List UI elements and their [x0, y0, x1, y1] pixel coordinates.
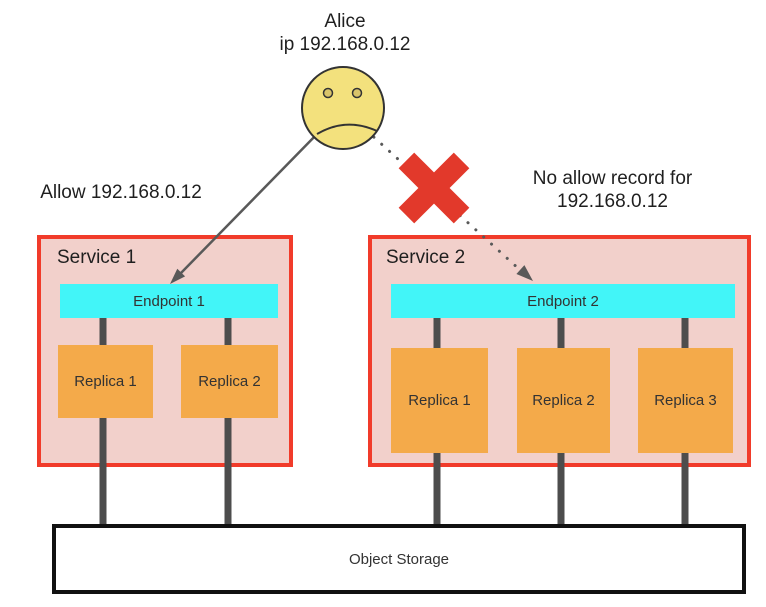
red-x-icon	[398, 152, 470, 224]
red-x-bar-2	[398, 152, 470, 224]
allowed-arrow	[170, 130, 321, 284]
alice-name-label: Alice	[324, 11, 366, 32]
service-2-replica-2: Replica 2	[517, 348, 610, 453]
allow-note: Allow 192.168.0.12	[40, 182, 202, 203]
blocked-arrow	[364, 128, 533, 281]
service-2-replica-3: Replica 3	[638, 348, 733, 453]
endpoint-1-bar: Endpoint 1	[60, 284, 278, 318]
object-storage-label: Object Storage	[348, 550, 450, 568]
object-storage-box: Object Storage	[52, 524, 746, 594]
face-eye-left	[322, 87, 334, 99]
deny-note: No allow record for 192.168.0.12	[505, 167, 720, 213]
sad-face-icon	[301, 66, 385, 150]
face-circle	[301, 66, 385, 150]
service-1-replica-1: Replica 1	[58, 345, 153, 418]
service-1-title: Service 1	[57, 247, 137, 268]
face-eye-right	[351, 87, 363, 99]
blocked-arrow-head	[516, 265, 533, 281]
face-frown-mouth	[316, 123, 378, 135]
service-2-title: Service 2	[386, 247, 466, 268]
allowed-arrow-head	[170, 268, 186, 284]
service-1-replica-2: Replica 2	[181, 345, 278, 418]
deny-note-line2: 192.168.0.12	[557, 191, 668, 212]
alice-ip-label: ip 192.168.0.12	[279, 34, 411, 55]
service-2-replica-1: Replica 1	[391, 348, 488, 453]
endpoint-2-bar: Endpoint 2	[391, 284, 735, 318]
deny-note-line1: No allow record for	[532, 168, 693, 189]
allowed-arrow-line	[180, 130, 321, 274]
